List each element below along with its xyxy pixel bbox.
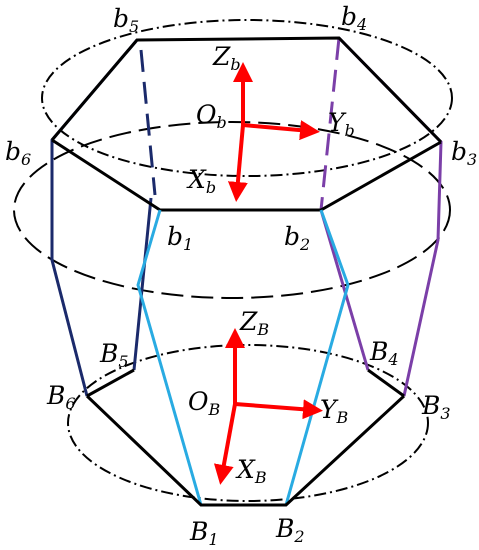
label-B3: B3 [421, 391, 451, 423]
label-XB: XB [235, 455, 267, 487]
top-y-axis [242, 120, 320, 141]
label-zb: Zb [212, 42, 241, 74]
label-B4: B4 [369, 337, 399, 369]
label-OB: OB [188, 387, 221, 419]
base-platform-right [367, 368, 405, 398]
label-B5: B5 [99, 339, 129, 371]
label-B6: B6 [46, 381, 76, 413]
leg-cyan-left [136, 209, 203, 506]
base-circle [67, 344, 429, 502]
top-circle [41, 19, 453, 177]
leg-navy-front [50, 39, 139, 397]
label-b6: b6 [5, 137, 31, 169]
top-x-axis [227, 124, 248, 202]
base-x-axis [213, 403, 237, 485]
leg-navy-hidden-lower [132, 197, 153, 371]
label-xb: Xb [186, 165, 216, 197]
label-b2: b2 [284, 222, 310, 254]
leg-cyan-right [284, 209, 350, 506]
label-ZB: ZB [239, 307, 269, 339]
middle-circle [13, 121, 451, 299]
label-b4: b4 [341, 2, 367, 34]
label-b3: b3 [451, 137, 477, 169]
base-y-axis [234, 399, 323, 420]
base-platform [86, 368, 135, 398]
label-ob: Ob [196, 100, 227, 132]
label-YB: YB [320, 395, 349, 427]
label-B1: B1 [189, 517, 219, 549]
label-b5: b5 [113, 4, 139, 36]
top-platform-front [51, 138, 442, 212]
leg-navy-hidden [139, 49, 157, 196]
leg-purple-lower [319, 209, 370, 371]
label-b1: b1 [167, 222, 193, 254]
label-B2: B2 [275, 514, 305, 546]
top-platform-back [50, 36, 443, 144]
label-yb: Yb [328, 108, 355, 140]
leg-purple-hidden [319, 37, 341, 211]
base-platform-front [85, 394, 406, 507]
